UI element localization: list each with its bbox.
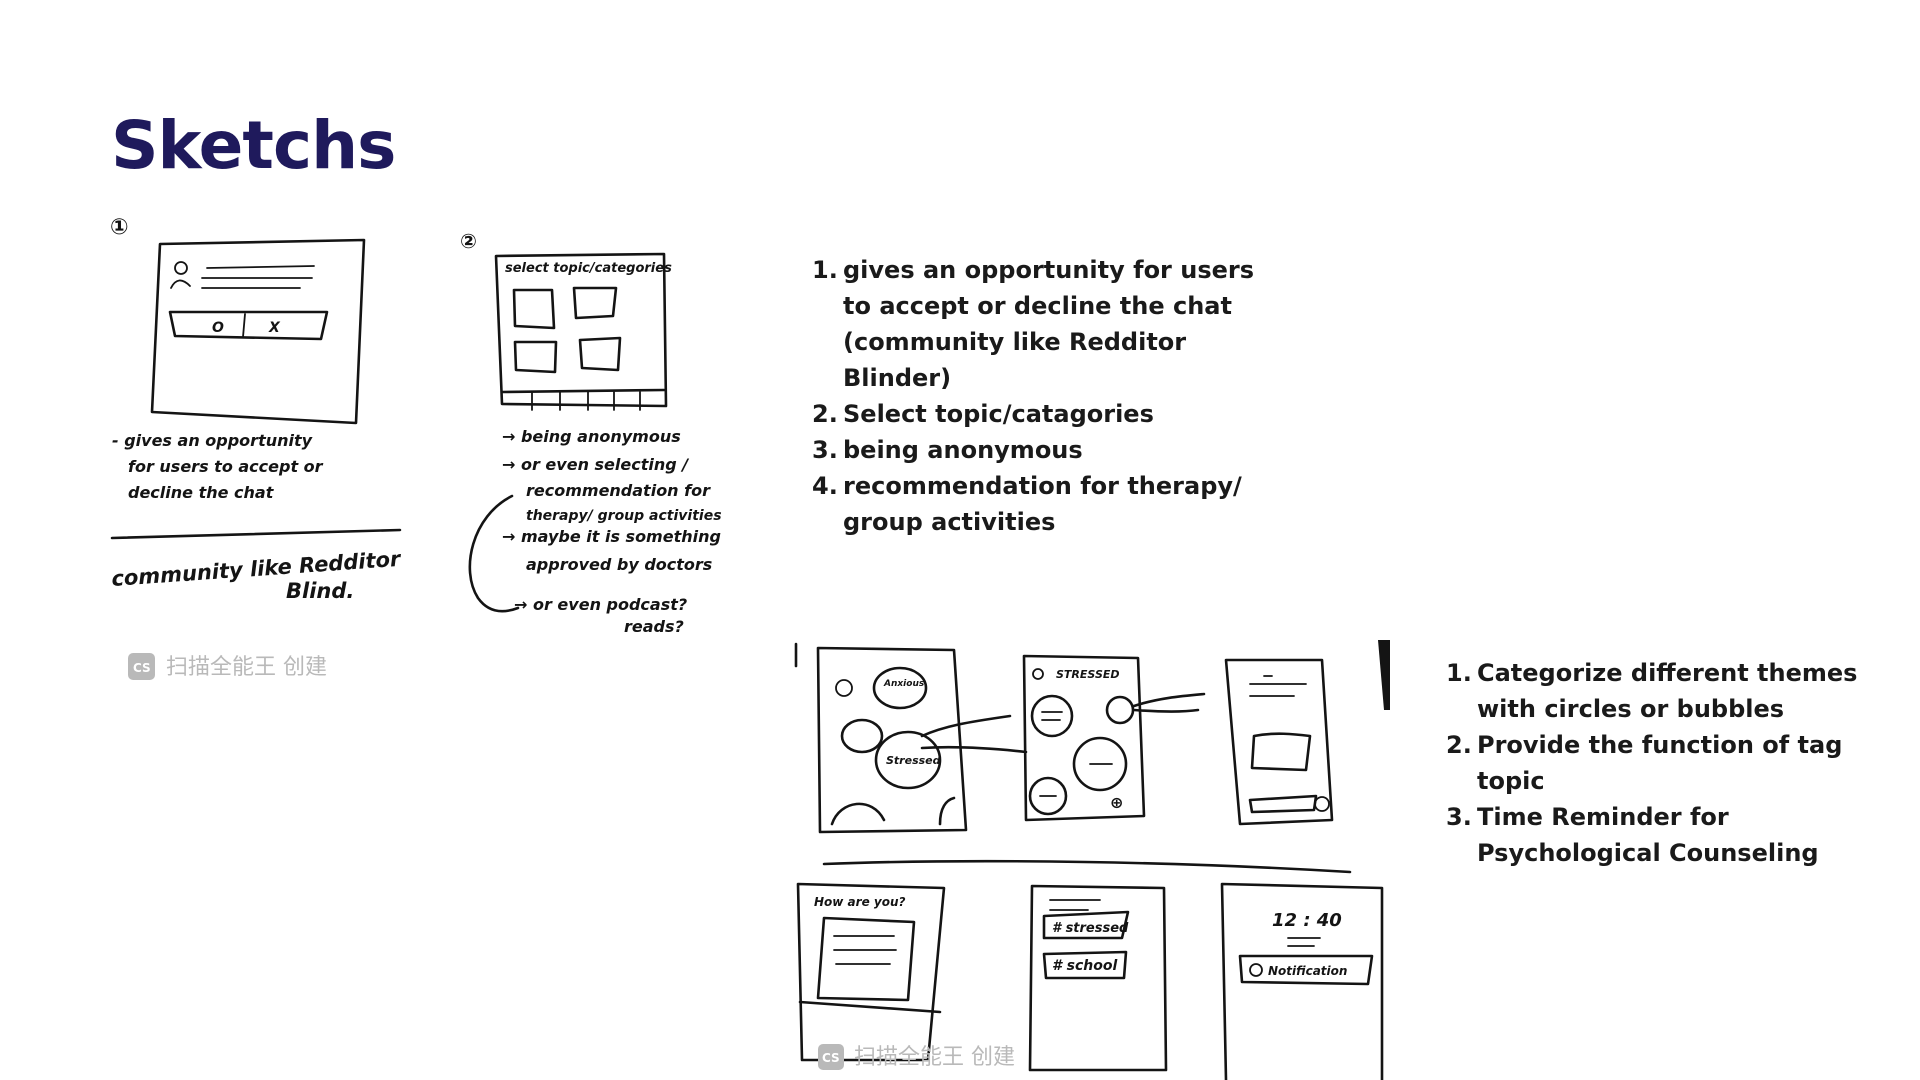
scanner-logo-text: CS <box>133 661 151 675</box>
notification-label: Notification <box>1268 964 1347 978</box>
notification-toggle-icon <box>1250 964 1262 976</box>
journal-box <box>818 918 914 1000</box>
topic-bubble <box>1107 697 1133 723</box>
bubble-label-stressed: Stressed <box>886 754 941 767</box>
item-number: 3. <box>1446 799 1472 835</box>
item-number: 1. <box>812 252 838 288</box>
notes-upper-list: 1.gives an opportunity for users to acce… <box>812 252 1282 540</box>
sketch-two-note-4: therapy/ group activities <box>526 508 722 524</box>
item-number: 1. <box>1446 655 1472 691</box>
divider-line <box>824 861 1350 872</box>
sketch-bubbles-tags-reminder: Anxious Stressed STRESSED ⊕ How are you? <box>794 640 1390 1080</box>
item-text: Select topic/catagories <box>843 400 1154 428</box>
page-title: Sketchs <box>111 113 395 179</box>
item-text: recommendation for therapy/ group activi… <box>843 472 1242 536</box>
item-number: 2. <box>1446 727 1472 763</box>
notes-lower-item: 2.Provide the function of tag topic <box>1446 727 1886 799</box>
item-number: 3. <box>812 432 838 468</box>
phone-frame <box>496 254 666 406</box>
item-number: 2. <box>812 396 838 432</box>
bracket-arrow <box>470 496 518 611</box>
step-number-one: ① <box>110 215 129 240</box>
notes-lower-item: 1.Categorize different themes with circl… <box>1446 655 1886 727</box>
decline-mark: X <box>268 320 281 336</box>
accept-mark: O <box>212 320 224 336</box>
chat-input-box <box>1252 734 1310 770</box>
item-text: gives an opportunity for users to accept… <box>843 256 1254 392</box>
notes-upper-item: 4.recommendation for therapy/ group acti… <box>812 468 1282 540</box>
message-bar <box>1250 796 1316 812</box>
reminder-time: 12 : 40 <box>1272 910 1342 931</box>
item-text: being anonymous <box>843 436 1083 464</box>
scanner-watermark: 扫描全能王 创建 <box>854 1045 1015 1070</box>
sketch-two-note-1: → being anonymous <box>502 427 681 446</box>
scanner-watermark: 扫描全能王 创建 <box>166 655 327 680</box>
sketch-one-note-3: decline the chat <box>128 483 275 502</box>
sketch-two-note-8: reads? <box>624 617 684 636</box>
category-tile <box>574 288 616 318</box>
category-tile <box>515 342 556 372</box>
community-note-2: Blind. <box>286 579 354 603</box>
scanner-logo-text: CS <box>822 1051 840 1065</box>
notes-upper-item: 1.gives an opportunity for users to acce… <box>812 252 1282 396</box>
topic-header-stressed: STRESSED <box>1056 668 1120 681</box>
item-text: Categorize different themes with circles… <box>1477 659 1857 723</box>
community-note-1: community like Redditor <box>111 547 403 591</box>
category-tile <box>514 290 554 328</box>
item-text: Time Reminder for Psychological Counseli… <box>1477 803 1819 867</box>
category-tile <box>580 338 620 370</box>
item-text: Provide the function of tag topic <box>1477 731 1842 795</box>
sketch-two-note-6: approved by doctors <box>526 555 712 574</box>
sketch-two-note-7: → or even podcast? <box>514 595 687 614</box>
bubble-label-anxious: Anxious <box>883 679 925 689</box>
item-number: 4. <box>812 468 838 504</box>
checkin-question: How are you? <box>814 895 905 909</box>
sketch-two-note-3: recommendation for <box>526 481 711 500</box>
sketch-two-note-5: → maybe it is something <box>502 527 721 546</box>
tag-school: # school <box>1052 958 1117 974</box>
notes-lower-item: 3.Time Reminder for Psychological Counse… <box>1446 799 1886 871</box>
sketch-one-note-2: for users to accept or <box>128 457 324 476</box>
flow-arrow <box>1134 694 1204 712</box>
tag-stressed: # stressed <box>1052 921 1129 936</box>
sketch-topic-categories: ② select topic/categories → being anonym… <box>448 220 758 640</box>
select-topic-header: select topic/categories <box>505 261 672 276</box>
user-avatar-icon <box>175 262 187 274</box>
sketch-accept-decline: ① O X - gives an opportunity for users t… <box>104 208 422 686</box>
flow-arrow <box>922 716 1026 752</box>
sketch-two-note-2: → or even selecting / <box>502 455 689 474</box>
accept-decline-bar <box>170 312 327 339</box>
add-plus-icon: ⊕ <box>1110 793 1123 812</box>
theme-bubble <box>842 720 882 752</box>
sketch-one-note-1: - gives an opportunity <box>112 431 313 450</box>
divider-line <box>112 530 400 538</box>
topic-bubble <box>1032 696 1072 736</box>
notes-upper-item: 3.being anonymous <box>812 432 1282 468</box>
notes-upper-item: 2.Select topic/catagories <box>812 396 1282 432</box>
step-number-two: ② <box>460 229 477 253</box>
notes-lower-list: 1.Categorize different themes with circl… <box>1446 655 1886 871</box>
